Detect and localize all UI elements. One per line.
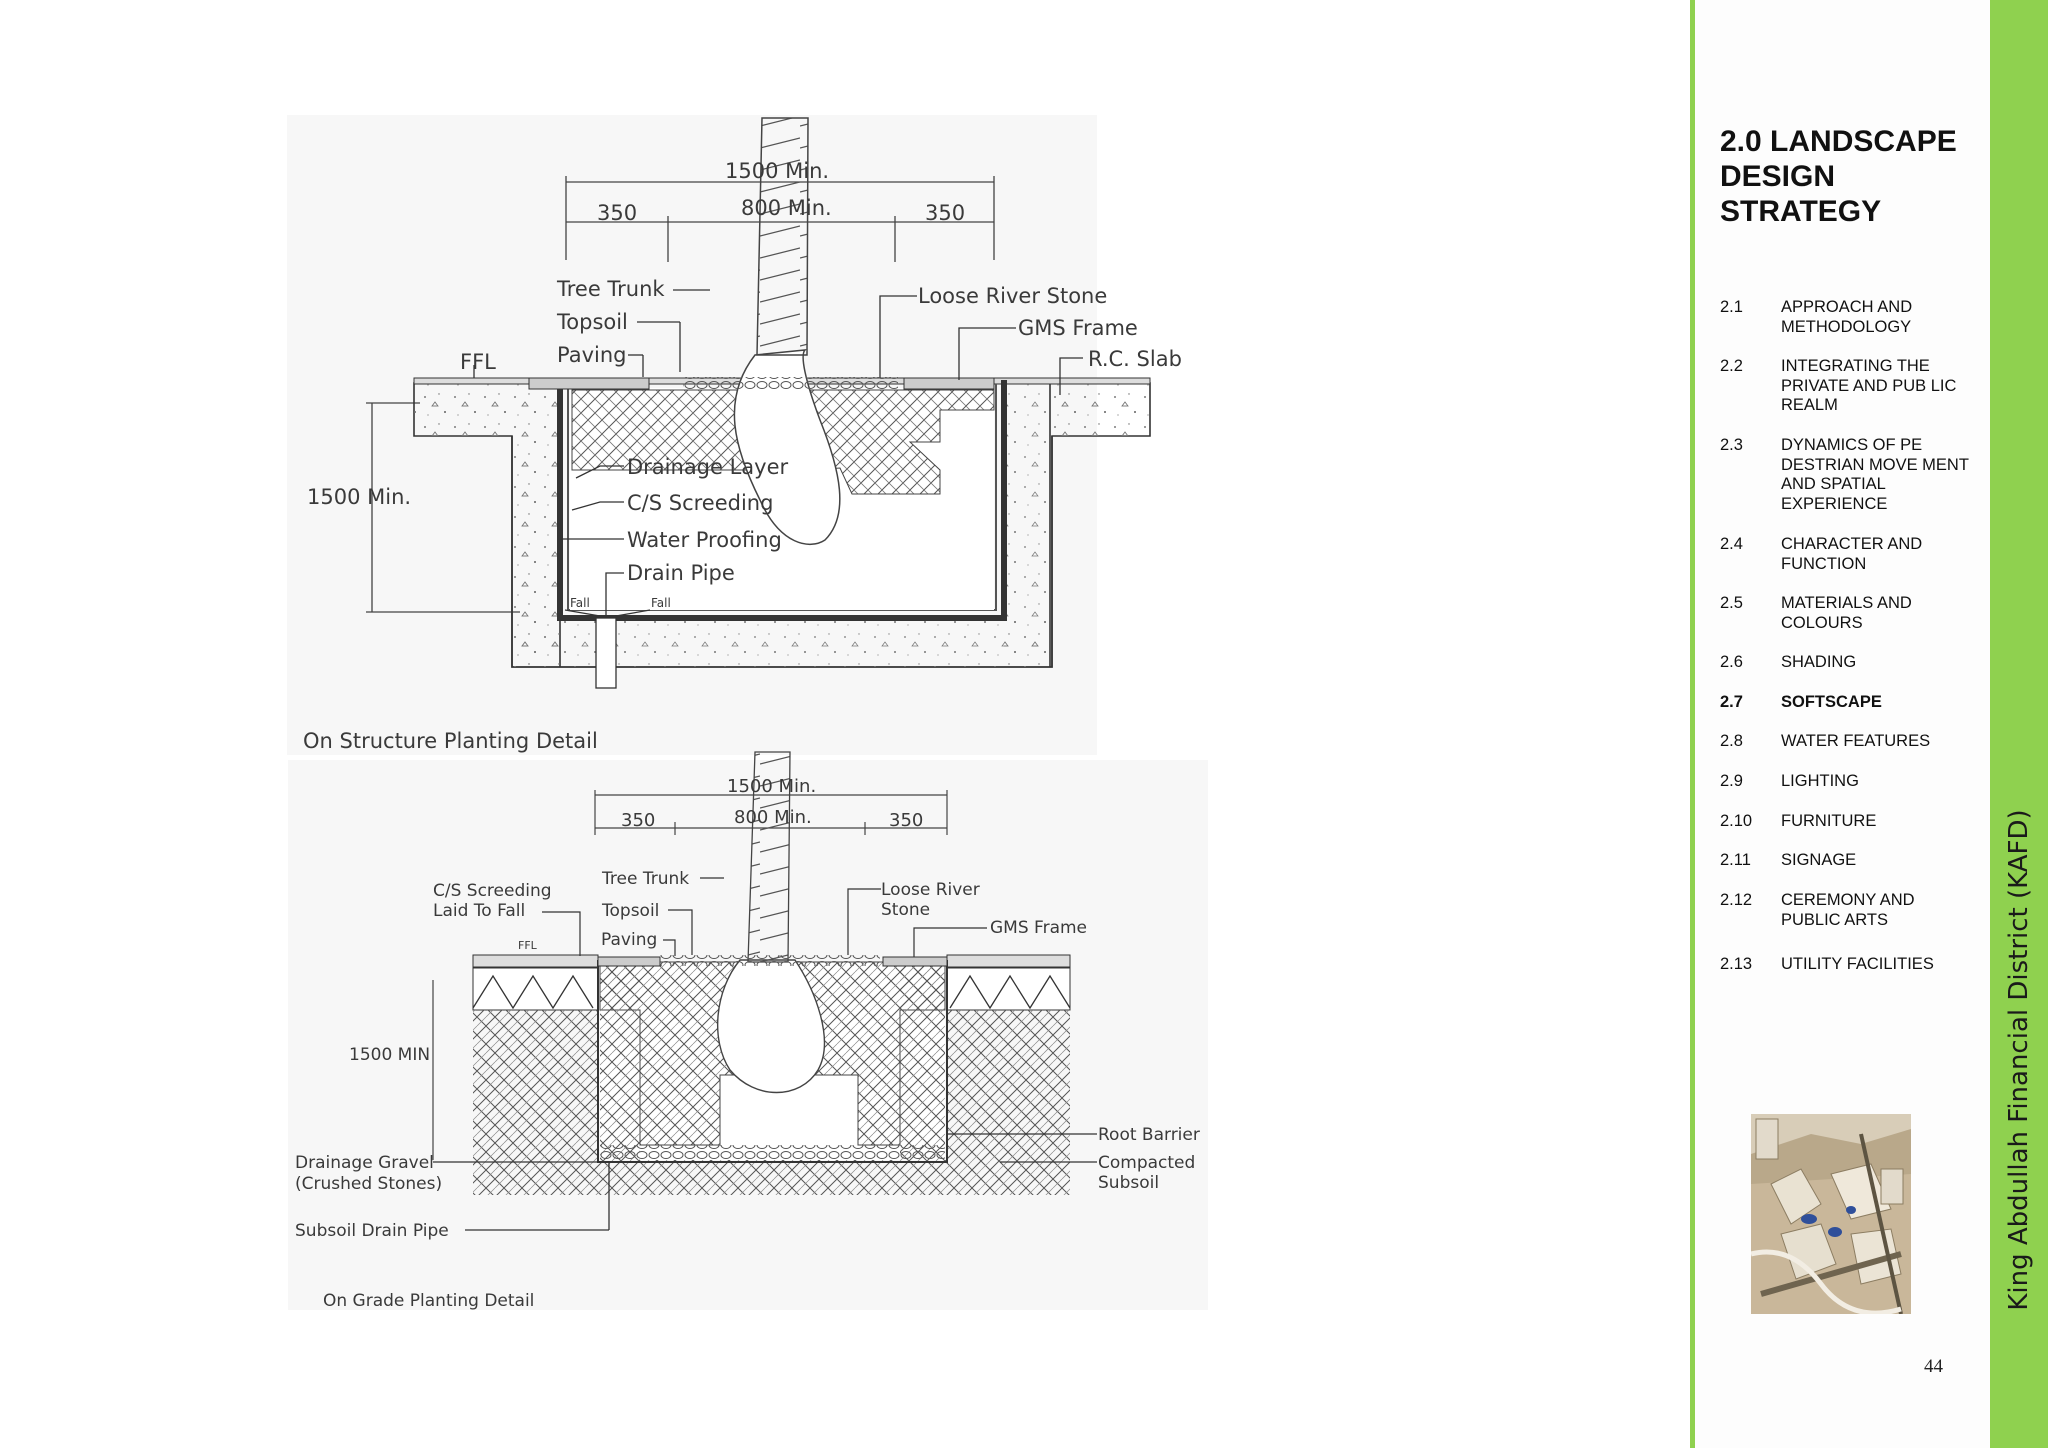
toc-item-2-13[interactable]: 2.13 UTILITY FACILITIES <box>1720 955 1980 975</box>
toc-item-2-5[interactable]: 2.5 MATERIALS AND COLOURS <box>1720 594 1980 633</box>
top-label-rc-slab: R.C. Slab <box>1088 347 1182 371</box>
top-label-waterproofing: Water Proofing <box>627 528 782 552</box>
bottom-label-crushed-stones: (Crushed Stones) <box>295 1174 442 1194</box>
toc-number: 2.8 <box>1720 732 1743 750</box>
bottom-label-loose-river: Loose River <box>881 880 980 900</box>
toc-number: 2.3 <box>1720 436 1743 454</box>
toc-label: CHARACTER AND FUNCTION <box>1781 535 1923 573</box>
toc-number: 2.4 <box>1720 535 1743 553</box>
top-label-paving: Paving <box>557 343 627 367</box>
toc-number: 2.7 <box>1720 693 1743 711</box>
toc-label: DYNAMICS OF PE DESTRIAN MOVE MENT AND SP… <box>1781 436 1969 513</box>
bottom-label-subsoil: Subsoil <box>1098 1173 1159 1193</box>
toc-item-2-4[interactable]: 2.4 CHARACTER AND FUNCTION <box>1720 535 1980 574</box>
top-label-fall-left: Fall <box>570 596 590 610</box>
band-title: King Abdullah Financial District (KAFD) <box>2004 809 2034 1311</box>
bottom-label-paving: Paving <box>601 930 657 950</box>
toc-label: CEREMONY AND PUBLIC ARTS <box>1781 891 1915 929</box>
bottom-label-stone: Stone <box>881 900 930 920</box>
bottom-caption: On Grade Planting Detail <box>323 1291 534 1311</box>
toc-number: 2.6 <box>1720 653 1743 671</box>
top-label-fall-right: Fall <box>651 596 671 610</box>
toc-number: 2.11 <box>1720 851 1751 869</box>
toc-number: 2.5 <box>1720 594 1743 612</box>
toc-number: 2.12 <box>1720 891 1753 909</box>
bottom-dim-depth: 1500 MIN <box>349 1045 430 1065</box>
top-label-ffl: FFL <box>460 350 496 374</box>
toc-item-2-10[interactable]: 2.10 FURNITURE <box>1720 812 1980 832</box>
top-label-cs-screeding: C/S Screeding <box>627 491 773 515</box>
bottom-label-compacted: Compacted <box>1098 1153 1195 1173</box>
bottom-label-ffl: FFL <box>518 939 538 952</box>
bottom-dim-overall: 1500 Min. <box>727 776 816 797</box>
toc-label: APPROACH AND METHODOLOGY <box>1781 298 1913 336</box>
toc-number: 2.13 <box>1720 955 1753 973</box>
toc-item-2-3[interactable]: 2.3 DYNAMICS OF PE DESTRIAN MOVE MENT AND… <box>1720 436 1980 514</box>
bottom-label-drainage-gravel: Drainage Gravel <box>295 1153 434 1173</box>
bottom-label-cs-screeding: C/S Screeding <box>433 881 552 901</box>
toc-label: UTILITY FACILITIES <box>1781 955 1934 973</box>
side-band <box>1990 0 2048 1448</box>
bottom-label-tree-trunk: Tree Trunk <box>601 869 689 889</box>
top-label-drainage-layer: Drainage Layer <box>627 455 789 479</box>
toc-item-2-12[interactable]: 2.12 CEREMONY AND PUBLIC ARTS <box>1720 891 1980 930</box>
page-number: 44 <box>1924 1356 1943 1377</box>
top-dim-left: 350 <box>597 201 637 225</box>
toc-label: SIGNAGE <box>1781 851 1857 869</box>
top-dim-center: 800 Min. <box>741 196 832 220</box>
bottom-label-subsoil-drain-pipe: Subsoil Drain Pipe <box>295 1221 449 1241</box>
on-structure-planting-detail: 1500 Min. 350 800 Min. 350 Tree Trunk To… <box>303 117 1182 753</box>
bottom-label-laid-to-fall: Laid To Fall <box>433 901 525 921</box>
toc-label: LIGHTING <box>1781 772 1859 790</box>
toc-label: FURNITURE <box>1781 812 1877 830</box>
top-dim-depth: 1500 Min. <box>307 485 411 509</box>
top-label-gms-frame: GMS Frame <box>1018 316 1138 340</box>
bottom-label-root-barrier: Root Barrier <box>1098 1125 1200 1145</box>
toc-item-2-6[interactable]: 2.6 SHADING <box>1720 653 1980 673</box>
toc-item-2-2[interactable]: 2.2 INTEGRATING THE PRIVATE AND PUB LIC R… <box>1720 357 1980 416</box>
bottom-dim-center: 800 Min. <box>734 807 812 828</box>
top-label-topsoil: Topsoil <box>556 310 628 334</box>
toc-number: 2.1 <box>1720 298 1743 316</box>
bottom-label-gms-frame: GMS Frame <box>990 918 1087 938</box>
toc-item-2-1[interactable]: 2.1 APPROACH AND METHODOLOGY <box>1720 298 1980 337</box>
bottom-dim-right: 350 <box>889 810 923 831</box>
bottom-dim-left: 350 <box>621 810 655 831</box>
toc-item-2-8[interactable]: 2.8 WATER FEATURES <box>1720 732 1980 752</box>
toc-item-2-7-active[interactable]: 2.7 SOFTSCAPE <box>1720 693 1980 713</box>
toc-item-2-11[interactable]: 2.11 SIGNAGE <box>1720 851 1980 871</box>
toc-number: 2.2 <box>1720 357 1743 375</box>
toc-label: SOFTSCAPE <box>1781 693 1882 711</box>
toc-sidebar: 2.0 LANDSCAPE DESIGN STRATEGY 2.1 APPROAC… <box>1690 0 1990 1448</box>
bottom-label-topsoil: Topsoil <box>601 901 659 921</box>
on-grade-planting-detail: 1500 Min. 350 800 Min. 350 Tree Trunk To… <box>295 751 1200 1311</box>
toc-label: WATER FEATURES <box>1781 732 1931 750</box>
top-dim-right: 350 <box>925 201 965 225</box>
toc-label: MATERIALS AND COLOURS <box>1781 594 1912 632</box>
toc-item-2-9[interactable]: 2.9 LIGHTING <box>1720 772 1980 792</box>
top-label-tree-trunk: Tree Trunk <box>556 277 665 301</box>
top-label-drain-pipe: Drain Pipe <box>627 561 735 585</box>
toc-label: INTEGRATING THE PRIVATE AND PUB LIC REAL… <box>1781 357 1957 414</box>
planting-details-drawing: 1500 Min. 350 800 Min. 350 Tree Trunk To… <box>295 117 1200 1311</box>
top-dim-overall: 1500 Min. <box>725 159 829 183</box>
toc-number: 2.9 <box>1720 772 1743 790</box>
top-caption: On Structure Planting Detail <box>303 729 598 753</box>
drawing-area: 1500 Min. 350 800 Min. 350 Tree Trunk To… <box>295 117 1200 1311</box>
top-label-loose-stone: Loose River Stone <box>918 284 1107 308</box>
section-title: 2.0 LANDSCAPE DESIGN STRATEGY <box>1720 125 1957 228</box>
district-aerial-thumbnail <box>1751 1114 1911 1314</box>
toc-number: 2.10 <box>1720 812 1753 830</box>
toc-label: SHADING <box>1781 653 1857 671</box>
